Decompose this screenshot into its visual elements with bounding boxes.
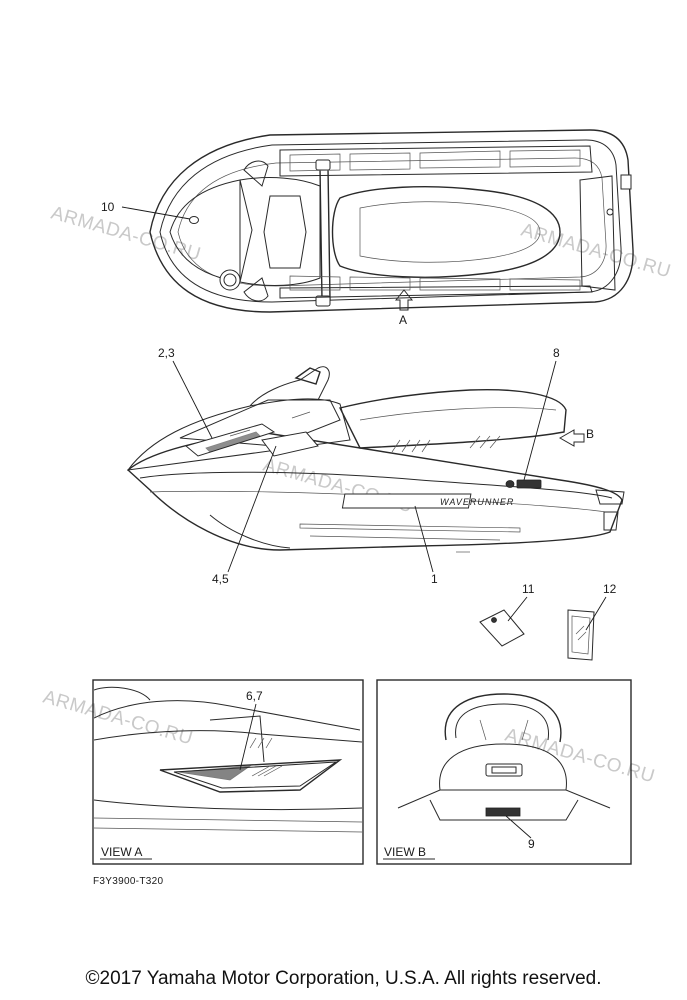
view-a-label: VIEW A (101, 845, 142, 859)
callout-b: B (586, 427, 594, 441)
view-b-label: VIEW B (384, 845, 426, 859)
callout-4-5: 4,5 (212, 572, 229, 586)
view-b-panel: 9 VIEW B (376, 679, 632, 865)
watermark-4: ARMADA-CO.RU (41, 687, 196, 750)
part-11-sticker: 11 (479, 582, 535, 647)
callout-12: 12 (603, 582, 617, 596)
waverunner-decal-text: WAVERUNNER (440, 497, 514, 507)
callout-8: 8 (553, 346, 560, 360)
view-a-arrow: A (394, 289, 414, 327)
view-b-arrow: B (558, 427, 594, 447)
callout-10: 10 (101, 200, 115, 214)
callout-2-3: 2,3 (158, 346, 175, 360)
top-view-hull (149, 129, 634, 313)
callout-1: 1 (431, 572, 438, 586)
callout-11: 11 (522, 582, 535, 596)
copyright-notice: ©2017 Yamaha Motor Corporation, U.S.A. A… (85, 968, 602, 989)
waverunner-decal (341, 493, 472, 509)
view-a-panel: 6,7 VIEW A (92, 679, 364, 865)
side-view-callouts: 2,3 8 4,5 1 (158, 346, 560, 586)
callout-6-7: 6,7 (246, 689, 263, 703)
callout-a: A (399, 313, 407, 327)
figure-code: F3Y3900-T320 (93, 876, 164, 887)
watermark-2: ARMADA-CO.RU (519, 220, 674, 283)
callout-9: 9 (528, 837, 535, 851)
watermark-5: ARMADA-CO.RU (503, 725, 658, 788)
side-view-hull: WAVERUNNER (126, 366, 625, 553)
part-12-card: 12 (567, 582, 617, 661)
callout-10-group: 10 (101, 200, 191, 220)
